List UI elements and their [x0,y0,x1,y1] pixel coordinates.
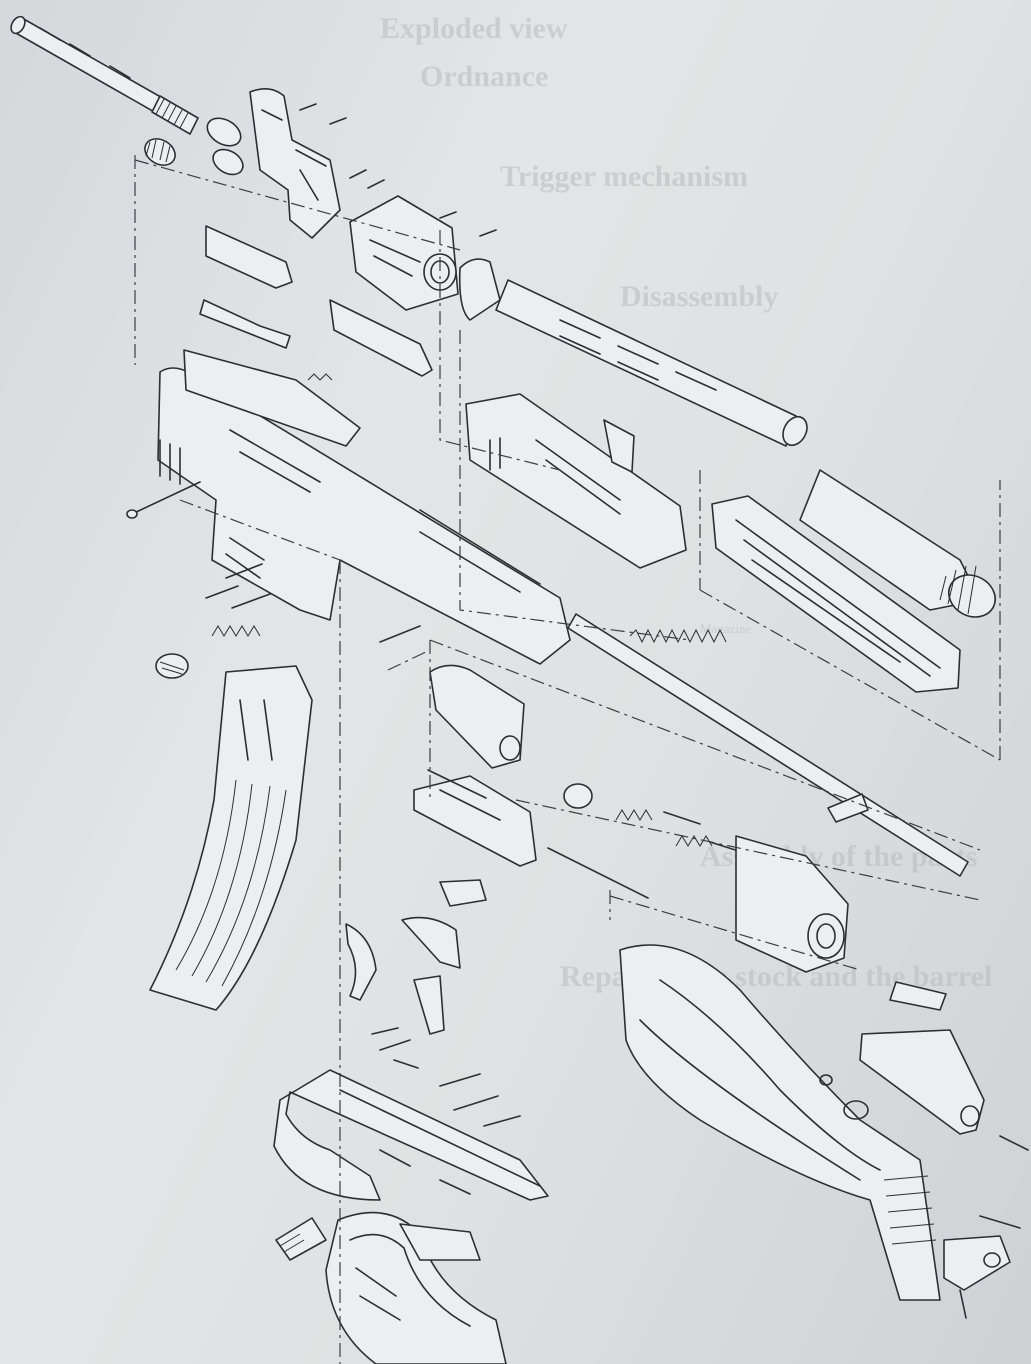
gas-cylinder [349,195,459,311]
show-through-heading-4: Disassembly [620,280,779,313]
show-through-heading-2: Ordnance [420,60,549,93]
handguard-tube [458,258,808,447]
stock-cap [735,793,947,1011]
upper-handguard [465,393,687,569]
show-through-heading-3: Trigger mechanism [500,160,749,193]
assembly-guide-lines [134,155,1001,1364]
muzzle-nut [144,138,176,166]
barrel [10,15,199,135]
front-sight [206,88,341,239]
screws [126,481,1029,1319]
trigger-housing [273,1069,549,1201]
trigger-group [345,879,487,1069]
butt-plate [859,1029,1011,1291]
receiver [157,349,571,665]
lower-handguard [711,469,996,693]
bolt [413,769,537,867]
buttstock [619,944,941,1301]
sight-pins [299,103,497,237]
pistol-grip [275,1211,507,1364]
magazine [149,653,313,1011]
bolt-carrier [429,664,593,809]
show-through-line-5: Magazine [700,621,752,636]
show-through-heading-1: Exploded view [380,12,568,45]
rear-sight [199,225,433,377]
